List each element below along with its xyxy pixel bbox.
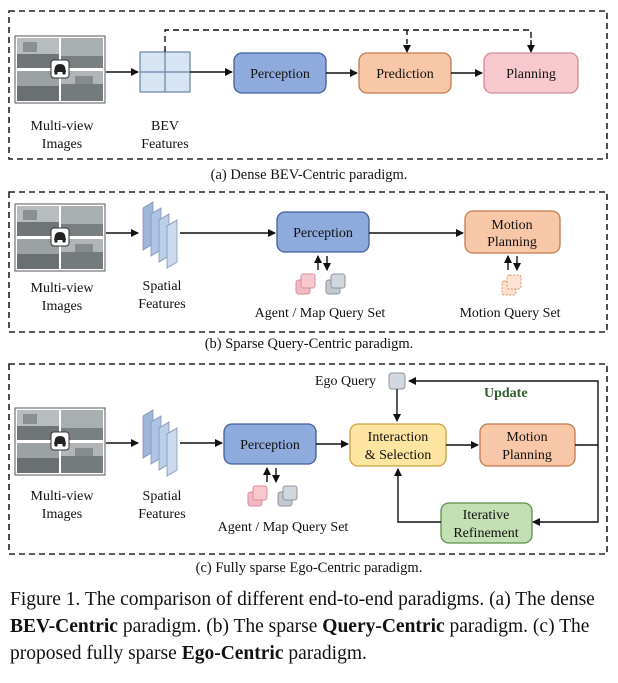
agent-map-query-set-c xyxy=(247,485,298,507)
panel-a-border xyxy=(8,10,608,160)
motion-planning-label-b-1: Motion xyxy=(491,218,532,233)
input-label-c-2: Images xyxy=(42,507,82,522)
motion-planning-label-c-2: Planning xyxy=(502,448,552,463)
refinement-label-2: Refinement xyxy=(453,526,518,541)
figure-caption: Figure 1. The comparison of different en… xyxy=(10,586,610,667)
caption-text-4: paradigm. xyxy=(283,643,367,664)
spatial-label-c-2: Features xyxy=(138,507,185,522)
input-label-b-2: Images xyxy=(42,299,82,314)
panel-c: Multi-view Images Spatial Features Perce… xyxy=(8,363,608,576)
panel-c-caption: (c) Fully sparse Ego-Centric paradigm. xyxy=(196,560,423,576)
input-label-a-1: Multi-view xyxy=(31,119,95,134)
interaction-label-2: & Selection xyxy=(365,448,432,463)
caption-bold-ego: Ego-Centric xyxy=(181,643,284,664)
bev-grid xyxy=(139,51,191,93)
input-label-b-1: Multi-view xyxy=(31,281,95,296)
spatial-label-c-1: Spatial xyxy=(143,489,182,504)
spatial-label-b-1: Spatial xyxy=(143,279,182,294)
agent-query-label-c: Agent / Map Query Set xyxy=(218,520,349,535)
caption-text-2: paradigm. (b) The sparse xyxy=(117,616,323,637)
bev-skip-dashed xyxy=(164,29,532,52)
perception-label-b: Perception xyxy=(293,226,353,241)
caption-text-1: Figure 1. The comparison of different en… xyxy=(10,589,595,610)
update-loop-arrow xyxy=(408,377,599,446)
agent-map-query-set-b xyxy=(295,273,346,295)
motion-planning-label-c-1: Motion xyxy=(506,430,547,445)
prediction-label: Prediction xyxy=(376,67,434,82)
panel-a: Multi-view Images BEV Features Perceptio… xyxy=(8,10,608,183)
panel-b-caption: (b) Sparse Query-Centric paradigm. xyxy=(205,336,414,352)
ego-query-label: Ego Query xyxy=(315,374,376,389)
bev-label-2: Features xyxy=(141,137,188,152)
planning-label: Planning xyxy=(506,67,556,82)
motion-planning-box-b xyxy=(464,210,561,254)
spatial-label-b-2: Features xyxy=(138,297,185,312)
refinement-label-1: Iterative xyxy=(463,508,510,523)
caption-bold-bev: BEV-Centric xyxy=(10,616,118,637)
input-label-c-1: Multi-view xyxy=(31,489,95,504)
caption-bold-query: Query-Centric xyxy=(322,616,445,637)
motion-planning-label-b-2: Planning xyxy=(487,235,537,250)
interaction-label-1: Interaction xyxy=(368,430,429,445)
spatial-features-b xyxy=(142,201,178,269)
ego-query-icon xyxy=(388,372,406,390)
motion-query-icon xyxy=(501,274,522,296)
multi-view-images-c xyxy=(14,407,106,476)
update-label: Update xyxy=(484,386,528,401)
panel-a-caption: (a) Dense BEV-Centric paradigm. xyxy=(211,167,408,183)
perception-label-a: Perception xyxy=(250,67,310,82)
planning-box xyxy=(483,52,579,94)
panel-b: Multi-view Images Spatial Features Perce… xyxy=(8,191,608,352)
perception-box-b xyxy=(276,211,370,253)
panel-b-border xyxy=(8,191,608,333)
spatial-features-c xyxy=(142,409,178,477)
arrow-to-refinement xyxy=(532,445,599,526)
iterative-refinement-box xyxy=(440,502,533,544)
arrow-refinement-to-interaction xyxy=(394,468,441,523)
agent-query-label-b: Agent / Map Query Set xyxy=(255,306,386,321)
caption-text-3: paradigm. (c) The proposed fully sparse xyxy=(10,616,590,664)
multi-view-images-b xyxy=(14,203,106,272)
bev-label-1: BEV xyxy=(151,119,179,134)
input-label-a-2: Images xyxy=(42,137,82,152)
multi-view-images-a xyxy=(14,35,106,104)
panel-c-border xyxy=(8,363,608,555)
motion-query-label: Motion Query Set xyxy=(459,306,560,321)
perception-label-c: Perception xyxy=(240,438,300,453)
